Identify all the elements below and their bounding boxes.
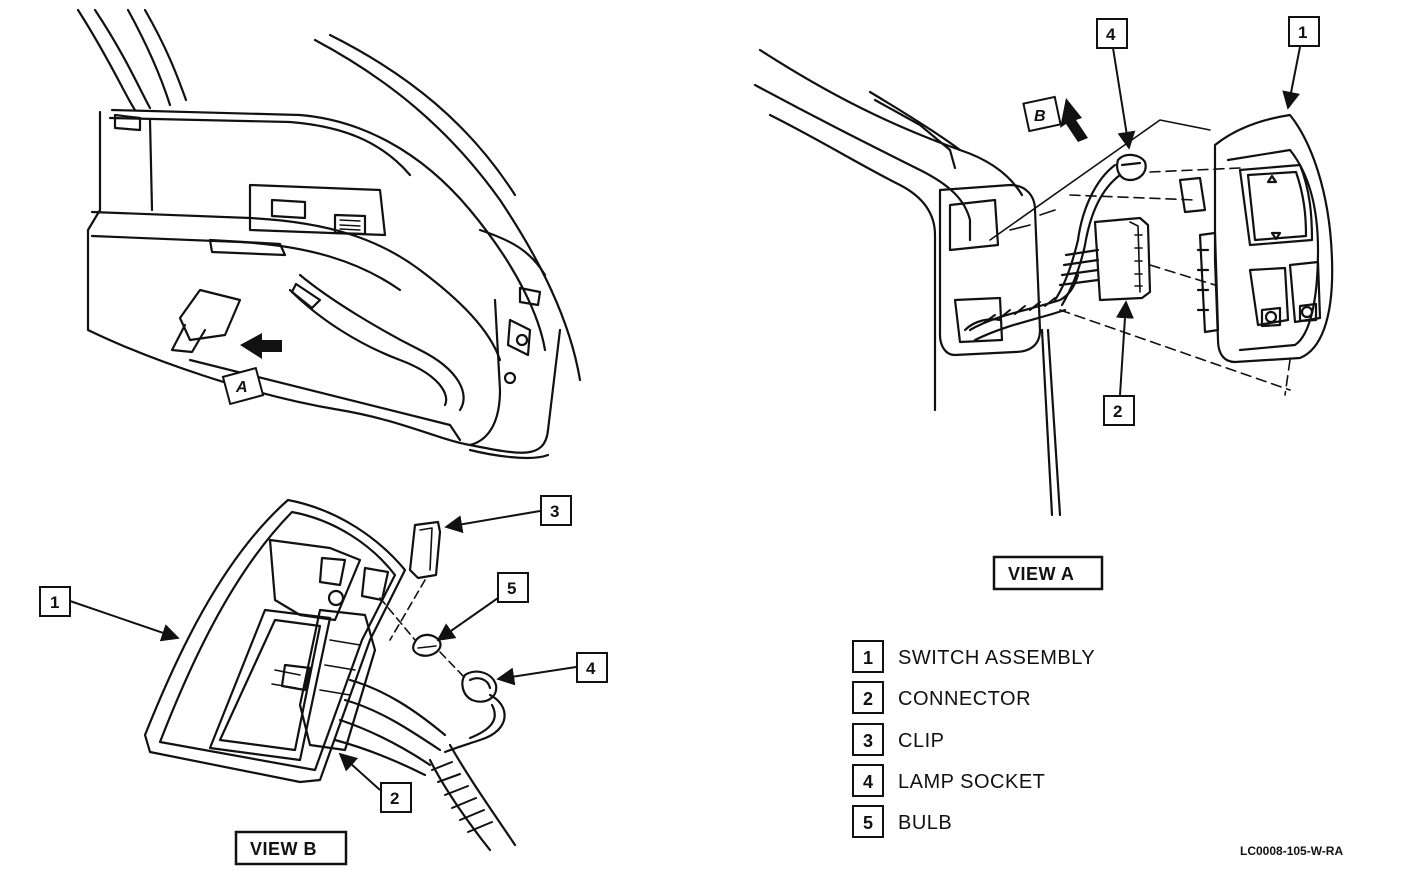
view-a-title: VIEW A xyxy=(1008,564,1074,584)
callout-5-view-b: 5 xyxy=(507,579,516,598)
legend-number: 3 xyxy=(863,731,873,751)
view-a-illustration xyxy=(753,48,1334,517)
door-panel-illustration xyxy=(76,8,582,460)
legend-number: 1 xyxy=(863,648,873,668)
legend-item: 2 CONNECTOR xyxy=(852,681,1031,714)
view-b-arrow: B xyxy=(1022,95,1088,142)
view-b-arrow-label: B xyxy=(1034,108,1046,125)
callout-4-view-b: 4 xyxy=(586,659,596,678)
legend-number: 5 xyxy=(863,813,873,833)
legend-item: 1 SWITCH ASSEMBLY xyxy=(852,640,1095,673)
legend-number: 2 xyxy=(863,689,873,709)
callout-2-view-b: 2 xyxy=(390,789,399,808)
view-b-illustration xyxy=(143,498,517,852)
view-a-leaders xyxy=(1112,46,1301,396)
legend-label: SWITCH ASSEMBLY xyxy=(898,647,1095,669)
legend-label: CONNECTOR xyxy=(898,688,1031,710)
legend-label: CLIP xyxy=(898,730,944,752)
callout-1-view-b: 1 xyxy=(50,593,59,612)
legend-item: 4 LAMP SOCKET xyxy=(852,764,1045,797)
legend-item: 3 CLIP xyxy=(852,723,944,756)
callout-2-view-a: 2 xyxy=(1113,402,1122,421)
legend-number: 4 xyxy=(863,772,873,792)
view-b-leaders xyxy=(69,510,577,791)
legend: 1 SWITCH ASSEMBLY 2 CONNECTOR 3 CLIP 4 L… xyxy=(852,640,1095,838)
view-b-callouts: 3 1 5 4 2 xyxy=(39,495,608,813)
view-b-title: VIEW B xyxy=(250,839,317,859)
callout-4-view-a: 4 xyxy=(1106,25,1116,44)
view-a-callouts: 4 1 2 xyxy=(1096,16,1320,426)
view-a-title-box: VIEW A xyxy=(992,555,1104,591)
view-a-arrow-label: A xyxy=(235,379,248,396)
view-a-arrow: A xyxy=(221,333,282,406)
legend-label: BULB xyxy=(898,812,952,834)
callout-1-view-a: 1 xyxy=(1298,23,1307,42)
legend-label: LAMP SOCKET xyxy=(898,771,1045,793)
figure-code: LC0008-105-W-RA xyxy=(1240,844,1343,858)
view-b-title-box: VIEW B xyxy=(234,830,348,866)
callout-3-view-b: 3 xyxy=(550,502,559,521)
legend-item: 5 BULB xyxy=(852,805,952,838)
